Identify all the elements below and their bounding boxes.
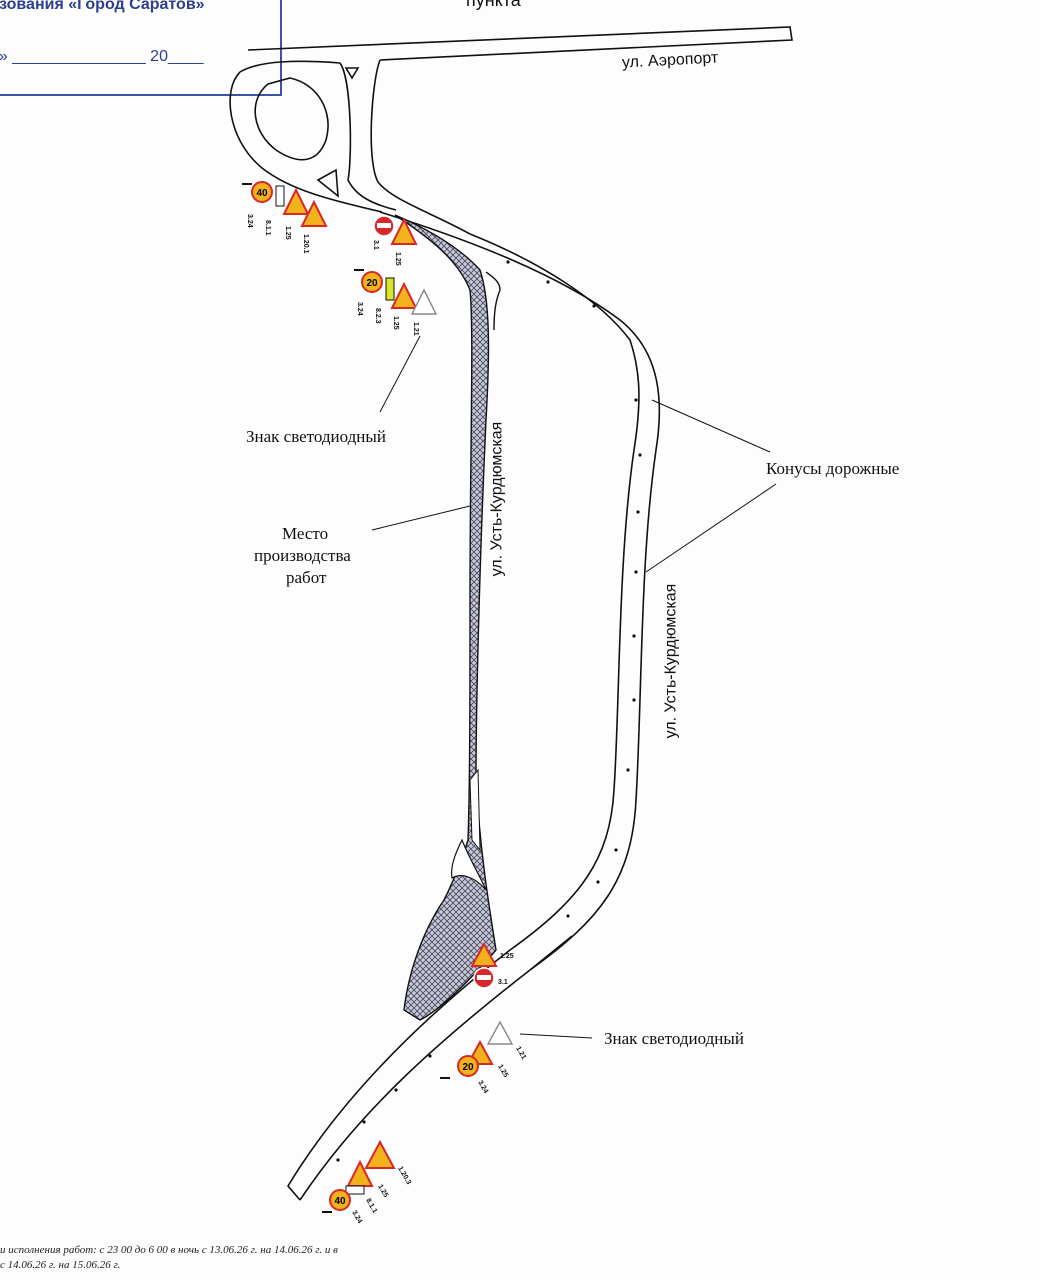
code-1-20-3: 1.20.3 [396,1166,412,1186]
traffic-cones [336,260,642,1162]
label-cones: Конусы дорожные [766,459,900,478]
sign-group-top-mid: 3.1 1.25 [372,215,418,266]
sign-group-mid: 20 3.24 8.2.3 1.25 1.21 [354,269,438,336]
speed-20-text: 20 [366,278,378,289]
speed-40-text: 40 [256,188,268,199]
code-1-25-b: 1.25 [394,252,401,266]
sign-group-top-left: 40 3.24 8.1.1 1.25 1.20.1 [242,181,328,254]
code-3-24-b: 3.24 [356,302,363,316]
road-ust-kurdyumskaya-right [287,211,661,1201]
speed-40-text-2: 40 [334,1196,346,1207]
lane-divider [529,935,573,971]
label-led-sign-1: Знак светодиодный [246,427,386,446]
street-label-ust-kurd-1: ул. Усть-Курдюмская [488,421,506,577]
detour-plate [385,277,395,301]
label-work-place-1: Место [282,524,329,543]
road-works-sign-2 [390,217,418,245]
road-works-sign-3 [390,281,418,309]
code-1-25-e: 1.25 [496,1064,509,1079]
label-work-place-3: работ [286,568,327,587]
footer-line-1: и исполнения работ: с 23 00 до 6 00 в но… [0,1244,338,1256]
road-aeroport [239,26,793,73]
code-3-24-c: 3.24 [476,1080,489,1095]
work-zone [394,214,501,1021]
code-1-21: 1.21 [412,322,419,336]
code-1-25-d: 1.25 [500,953,514,960]
code-1-21-b: 1.21 [514,1046,527,1061]
speed-limit-40-sign-2 [329,1189,351,1211]
top-partial-text: пункта [466,0,521,10]
led-sign-1 [410,288,438,315]
speed-limit-20-sign-2 [457,1055,479,1077]
code-3-1: 3.1 [372,240,379,250]
narrowing-sign-2 [364,1139,396,1169]
stamp-org-line: азования «Город Саратов» [0,0,205,13]
road-works-sign [282,187,310,215]
street-label-ust-kurd-2: ул. Усть-Курдюмская [662,583,680,739]
sign-group-lower-mid: 1.25 3.1 [470,941,514,989]
code-8-1-1: 8.1.1 [264,220,271,236]
speed-20-text-2: 20 [462,1062,474,1073]
code-1-25: 1.25 [284,226,291,240]
distance-plate-2 [345,1185,365,1195]
road-loop [229,59,471,235]
footer-line-2: с 14.06.26 г. на 15.06.26 г. [0,1259,121,1271]
code-3-24-d: 3.24 [350,1210,363,1225]
label-work-place-2: производства [254,546,351,565]
approval-stamp: азования «Город Саратов» _» ____________… [0,0,282,96]
label-led-sign-2: Знак светодиодный [604,1029,744,1048]
distance-plate [275,185,285,207]
code-1-25-f: 1.25 [376,1184,389,1199]
sign-group-bottom: 40 1.20.3 1.25 8.1.1 3.24 [322,1139,412,1225]
leader-lines [371,335,777,1039]
code-3-24: 3.24 [246,214,253,228]
speed-limit-20-sign [361,271,383,293]
led-sign-2 [486,1020,514,1045]
code-8-1-1-b: 8.1.1 [364,1198,378,1215]
code-8-2-3: 8.2.3 [374,308,381,324]
road-works-sign-4 [470,941,498,967]
code-3-1-b: 3.1 [498,979,508,986]
code-1-20-1: 1.20.1 [302,234,309,254]
speed-limit-40-sign [251,181,273,203]
stamp-date-line: _» _______________ 20____ [0,48,204,65]
narrowing-sign [300,199,328,227]
code-1-25-c: 1.25 [392,316,399,330]
